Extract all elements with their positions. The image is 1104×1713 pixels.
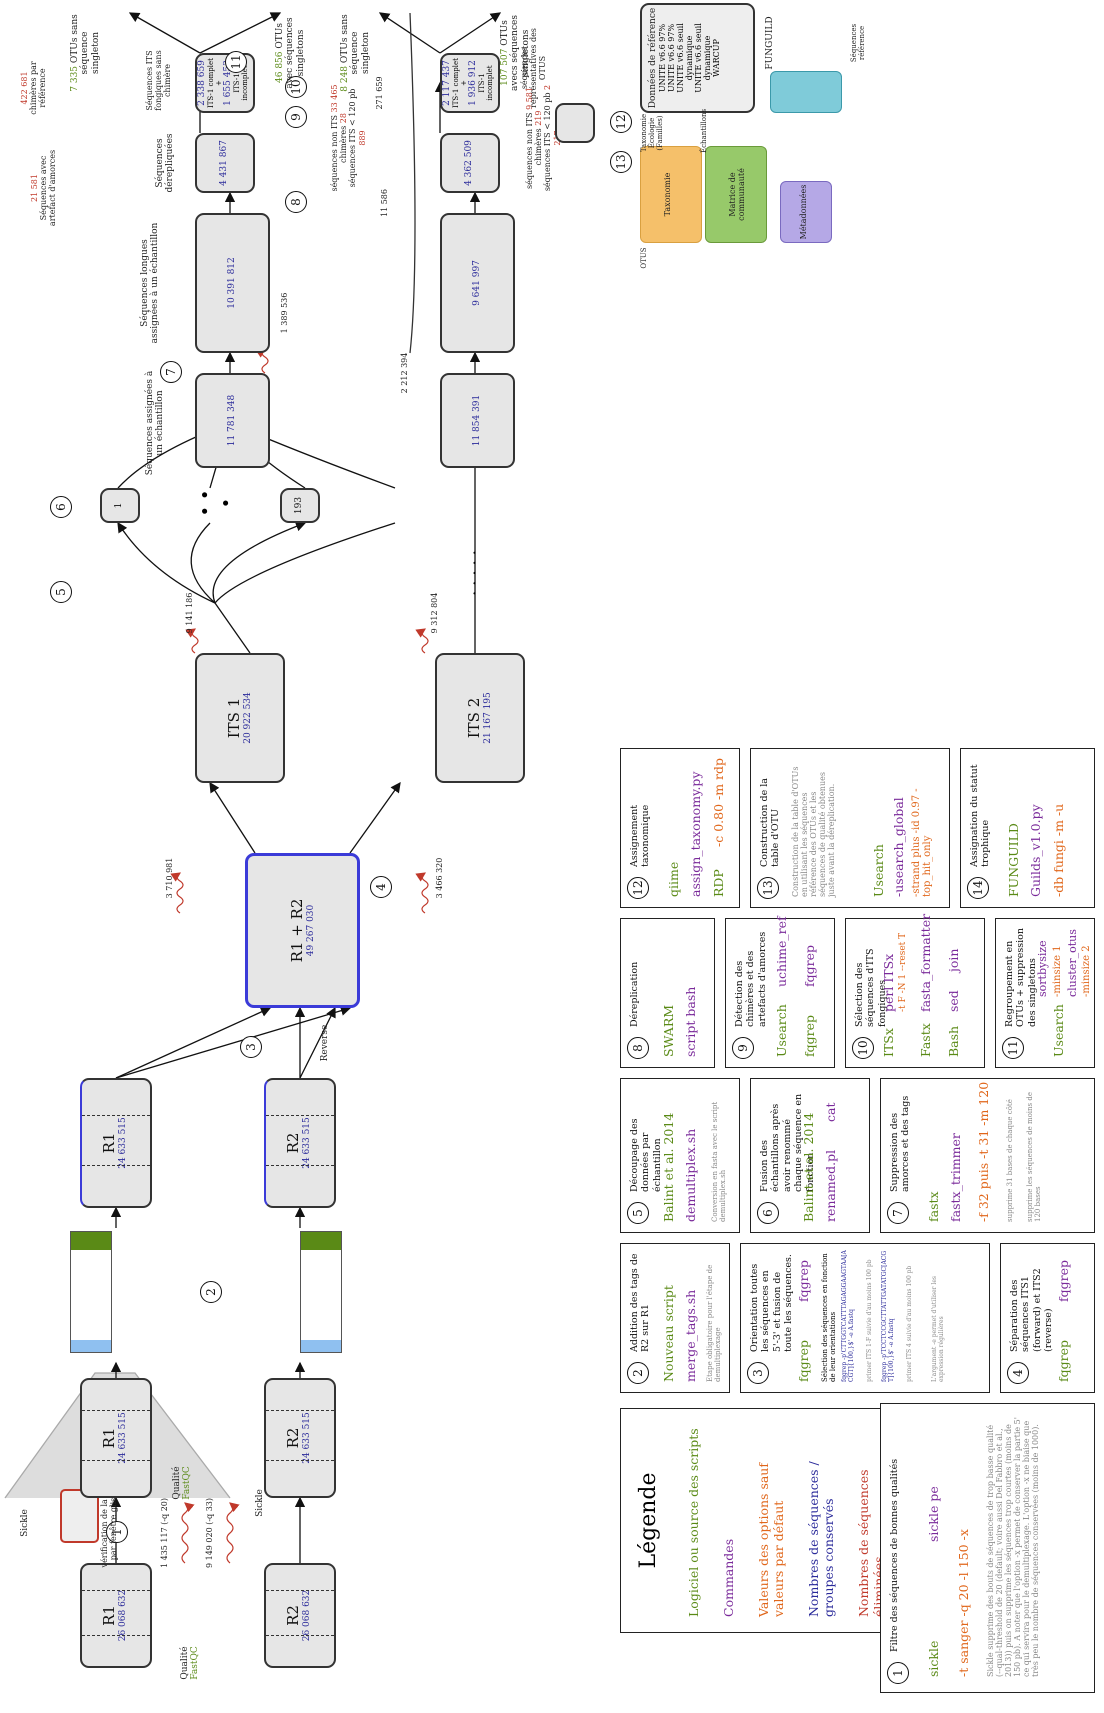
ref-seq-label: Séquences référence xyxy=(850,23,867,63)
r2-filtered-count: 24 633 515 xyxy=(302,1412,312,1464)
artefact-count-2: 11 586 xyxy=(380,189,389,217)
r2-tagged-count: 24 633 515 xyxy=(302,1117,312,1169)
read-pair-icon-r1 xyxy=(70,1231,112,1353)
sickle-title: Sickle xyxy=(20,1509,30,1537)
step-3-circle: 3 xyxy=(240,1036,262,1058)
panel-step-5: 5 Découpage des données par échantillon … xyxy=(620,1078,740,1233)
node-r1-r2-merged: R1 + R2 49 267 030 xyxy=(245,853,360,1008)
its-fungal-label: Séquences ITS fongiques sans chimère xyxy=(145,50,173,111)
funguild-label: FUNGUILD xyxy=(765,16,775,70)
step-9-circle: 9 xyxy=(285,106,307,128)
node-derep-its2: 4 362 509 xyxy=(440,133,500,193)
node-r2-filtered: R2 24 633 515 xyxy=(264,1378,336,1498)
step-12-circle: 12 xyxy=(610,111,632,133)
panel-step-10: 10 Sélection des séquences d'ITS fongiqu… xyxy=(845,914,985,1068)
node-long-its2: 9 641 997 xyxy=(440,213,515,353)
r1-tagged-count: 24 633 515 xyxy=(118,1117,128,1169)
panel-step-2: 2 Addition des tags de R2 sur R1 Nouveau… xyxy=(620,1243,730,1393)
removed-its2: 3 466 320 xyxy=(435,857,444,899)
otus-label: OTUS xyxy=(640,247,648,269)
node-rep-seq xyxy=(555,103,595,143)
node-reference-data: Données de référence UNITE v6.6 97% UNIT… xyxy=(640,3,755,113)
its2-samples-ellipsis: · · · · · xyxy=(465,550,484,596)
panel-step-7: 7 Suppression des amorces et des tags fa… xyxy=(880,1078,1095,1233)
panel-step-14: 14 Assignation du statut trophique FUNGU… xyxy=(960,748,1095,908)
taxonomy-box: Taxonomie xyxy=(640,146,702,243)
its1-count: 20 922 534 xyxy=(243,692,253,744)
samples-ellipsis: • • • xyxy=(195,489,237,517)
node-r1-tagged: R1 24 633 515 xyxy=(80,1078,152,1208)
panel-step-6: 6 Fusion des échantillons après avoir re… xyxy=(750,1078,870,1233)
panel-step-9: 9 Détection des chimères et des artefact… xyxy=(725,916,835,1068)
panel-step-11: 11 Regroupement en OTUs + suppression de… xyxy=(995,918,1095,1068)
node-sample-193: 193 xyxy=(280,488,320,523)
node-derep-its1: 4 431 867 xyxy=(195,133,255,193)
tax-eco-label: Taxonomie Écologie (Familles) xyxy=(640,113,665,153)
otu2-no-singleton: 8 248 OTUs sans séquence singleton xyxy=(340,14,371,92)
its2-count: 21 167 195 xyxy=(483,692,493,744)
reverse-label: Reverse xyxy=(320,1024,330,1062)
step-2-circle: 2 xyxy=(200,1281,222,1303)
removed-r1: 1 435 117 (-q 20) xyxy=(160,1497,169,1569)
community-matrix-box: Matrice de communauté xyxy=(705,146,767,243)
panel-step-8: 8 Déreplication SWARM script bash xyxy=(620,918,715,1068)
metadata-box: Métadonnées xyxy=(780,181,832,243)
removed-long2: 2 212 394 xyxy=(400,352,409,394)
panel-step-4: 4 Séparation des séquences ITS1 (forward… xyxy=(1000,1243,1095,1393)
removed-r2: 9 149 020 (-q 33) xyxy=(205,1497,214,1569)
panel-step-13: 13 Construction de la table d'OTU Constr… xyxy=(750,748,950,908)
panel-step-3: 3 Orientation toutes les séquences en 5'… xyxy=(740,1243,990,1393)
derep-label: Séquences dérepliquées xyxy=(155,133,176,193)
node-its2: ITS 2 21 167 195 xyxy=(435,653,525,783)
node-samples-its1: 11 781 348 xyxy=(195,373,270,468)
chimera-ref-count-2: 271 659 xyxy=(375,76,384,110)
step-5-circle: 5 xyxy=(50,581,72,603)
removed-its1: 3 710 981 xyxy=(165,857,174,899)
reference-seq-box xyxy=(770,71,842,113)
samples-label: Échantillons xyxy=(700,108,708,153)
node-its1: ITS 1 20 922 534 xyxy=(195,653,285,783)
removed-long1: 1 389 536 xyxy=(280,292,289,334)
step-6-circle: 6 xyxy=(50,496,72,518)
node-samples-its2: 11 854 391 xyxy=(440,373,515,468)
read-pair-icon-r2 xyxy=(300,1231,342,1353)
node-r1-raw: R1 26 068 632 xyxy=(80,1563,152,1668)
node-long-its1: 10 391 812 xyxy=(195,213,270,353)
node-r1-filtered: R1 24 633 515 xyxy=(80,1378,152,1498)
node-its-fungal-2: 2 117 437 ITS-1 complet + 1 936 912 ITS-… xyxy=(440,53,500,113)
step-13-circle: 13 xyxy=(610,151,632,173)
r2-raw-count: 26 068 632 xyxy=(302,1589,312,1642)
panel-step-1: 1 Filtre des séquences de bonnes qualité… xyxy=(880,1403,1095,1693)
step-4-circle: 4 xyxy=(370,876,392,898)
step-8-circle: 8 xyxy=(285,191,307,213)
samples-assigned-label: Séquences assignées à un échantillon xyxy=(145,370,166,476)
node-r2-tagged: R2 24 633 515 xyxy=(264,1078,336,1208)
otu1-singleton: 46 856 OTUs avec séquences singletons xyxy=(275,17,306,89)
merged-count: 49 267 030 xyxy=(306,904,316,957)
otu1-no-singleton: 7 335 OTUs sans séquence singleton xyxy=(70,14,101,92)
panel-step-12: 12 Assignement taxonomique qiime assign_… xyxy=(620,748,740,908)
step-11-circle: 11 xyxy=(225,51,247,73)
removed-demux2: 9 312 804 xyxy=(430,592,439,634)
node-r2-raw: R2 26 068 632 xyxy=(264,1563,336,1668)
rep-seq-label: séquences représentatives des OTUS xyxy=(520,28,548,108)
node-sample-1: 1 xyxy=(100,488,140,523)
removed-demux1: 9 141 186 xyxy=(185,592,194,634)
r1-raw-count: 26 068 632 xyxy=(118,1589,128,1642)
step-7-circle: 7 xyxy=(160,361,182,383)
long-seq-label: Séquences longues assignées à un échanti… xyxy=(140,222,161,344)
r1-filtered-count: 24 633 515 xyxy=(118,1412,128,1464)
non-its-group-1: séquences non ITS 33 465 chimères 28 séq… xyxy=(330,84,367,192)
